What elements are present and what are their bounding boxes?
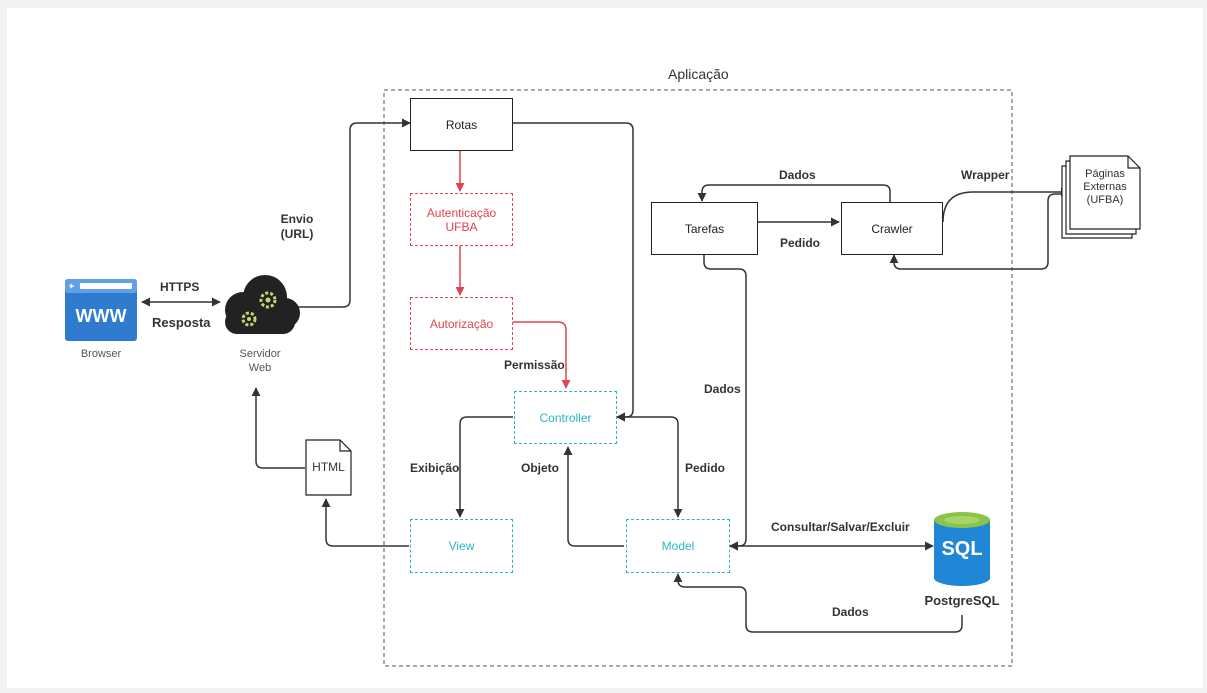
view-label: View — [448, 539, 475, 553]
application-group-title: Aplicação — [668, 66, 729, 82]
servidor-label-line1: Servidor — [239, 348, 281, 360]
html-doc-label: HTML — [312, 460, 345, 474]
diagram-graphics — [65, 89, 1141, 667]
edge-label-dados-tasks: Dados — [704, 382, 741, 396]
edge-paginas-crawler — [889, 193, 1062, 270]
servidor-label-line2: Web — [248, 362, 272, 374]
servidor-web-label: Servidor Web — [225, 347, 295, 375]
tarefas-box: Tarefas — [651, 202, 758, 255]
edge-label-consultar: Consultar/Salvar/Excluir — [771, 520, 910, 534]
edge-html-server — [251, 387, 305, 469]
edge-label-envio: Envio (URL) — [272, 212, 322, 242]
edge-controller-view — [455, 416, 513, 518]
tarefas-label: Tarefas — [684, 221, 725, 236]
edge-label-dados-db: Dados — [832, 605, 869, 619]
paginas-label-line3: (UFBA) — [1086, 194, 1124, 206]
controller-label: Controller — [539, 410, 592, 425]
edge-label-permissao: Permissão — [504, 358, 565, 372]
edge-view-html — [321, 498, 409, 547]
edge-crawler-tarefas — [697, 184, 891, 202]
edge-label-https: HTTPS — [160, 280, 200, 294]
crawler-label: Crawler — [871, 221, 913, 236]
edge-tarefas-model — [703, 255, 747, 551]
edge-autorizacao-controller — [513, 321, 571, 389]
paginas-externas-label: Páginas Externas (UFBA) — [1070, 168, 1140, 207]
paginas-externas-doc-icon — [1061, 155, 1141, 239]
html-doc-icon — [305, 439, 352, 496]
edge-db-model — [673, 573, 963, 633]
edge-label-pedido-crawler: Pedido — [780, 236, 821, 250]
edge-crawler-paginas — [942, 187, 1070, 223]
browser-label: Browser — [80, 348, 122, 360]
edge-label-resposta: Resposta — [152, 315, 211, 330]
paginas-label-line2: Externas — [1083, 181, 1127, 193]
rotas-label: Rotas — [445, 117, 478, 132]
autorizacao-label: Autorização — [429, 316, 494, 331]
crawler-box: Crawler — [841, 202, 943, 255]
edge-model-controller — [563, 446, 624, 547]
autenticacao-label-line1: Autenticação — [426, 205, 497, 220]
envio-label-line1: Envio — [280, 212, 314, 226]
postgresql-db-icon — [934, 512, 990, 586]
view-box: View — [410, 519, 513, 573]
diagram-canvas: Rotas Autenticação UFBA Autorização Cont… — [7, 8, 1203, 688]
paginas-label-line1: Páginas — [1085, 168, 1125, 180]
postgresql-label: PostgreSQL — [924, 593, 1000, 608]
browser-icon-text: WWW — [75, 306, 127, 326]
browser-icon — [65, 279, 137, 341]
server-cloud-icon — [225, 275, 300, 334]
autorizacao-box: Autorização — [410, 297, 513, 350]
application-group-frame — [383, 89, 1013, 667]
edge-label-objeto: Objeto — [521, 461, 559, 475]
edge-label-pedido-model: Pedido — [685, 461, 726, 475]
edge-controller-model — [616, 412, 683, 518]
edge-label-dados-crawler: Dados — [779, 168, 816, 182]
edge-server-rotas — [291, 118, 411, 308]
sql-icon-text: SQL — [941, 538, 983, 560]
model-box: Model — [626, 519, 730, 573]
autenticacao-label-line2: UFBA — [445, 219, 478, 234]
autenticacao-ufba-box: Autenticação UFBA — [410, 193, 513, 246]
model-label: Model — [661, 539, 695, 553]
edge-label-exibicao: Exibição — [410, 461, 460, 475]
rotas-box: Rotas — [410, 98, 513, 151]
controller-box: Controller — [514, 391, 617, 444]
envio-label-line2: (URL) — [280, 227, 314, 241]
edge-label-wrapper: Wrapper — [961, 168, 1010, 182]
